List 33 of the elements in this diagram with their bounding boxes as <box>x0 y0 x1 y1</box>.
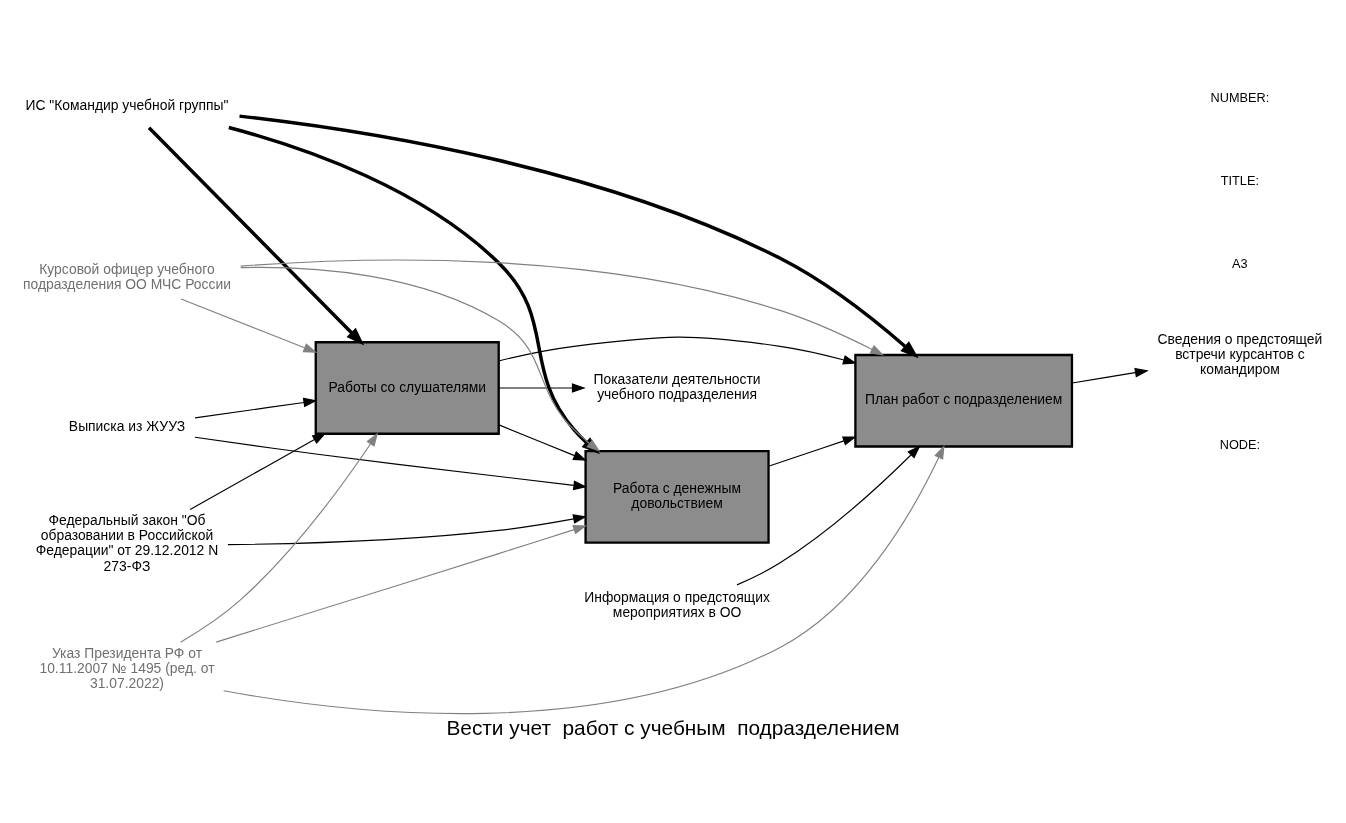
arrow <box>180 432 379 643</box>
arrow <box>1071 367 1149 384</box>
node-text: Указ Президента РФ от 10.11.2007 № 1495 (ред. от 31.07.2022) <box>39 644 215 691</box>
label: NUMBER: <box>1210 89 1270 105</box>
arrow <box>194 436 588 490</box>
arrow <box>147 126 365 346</box>
node-text: Показатели деятельности учебного подразделения <box>593 370 761 402</box>
arrow <box>498 423 588 461</box>
arrow <box>736 444 921 585</box>
arrow <box>194 397 318 418</box>
node-text: Информация о предстоящих мероприятиях в ОО <box>584 588 770 620</box>
label: A3 <box>1232 255 1248 271</box>
arrow <box>239 113 919 358</box>
node-text: ИС "Командир учебной группы" <box>25 96 229 113</box>
arrow <box>189 432 327 510</box>
node-text: Сведения о предстоящей встречи курсантов с командиром <box>1157 330 1323 377</box>
node-text: Федеральный закон "Об образовании в Российской Федерации" от 29.12.2012 N 273-ФЗ <box>35 511 219 573</box>
node-box: Работы со слушателями <box>314 340 500 435</box>
arrow <box>227 513 587 545</box>
arrow <box>215 524 588 643</box>
arrow <box>498 336 857 365</box>
arrow <box>180 297 318 353</box>
node-box: Работа с денежным довольствием <box>584 449 770 544</box>
node-text: Курсовой офицер учебного подразделения ОО МЧС России <box>22 260 231 292</box>
arrow <box>223 444 945 714</box>
arrow <box>767 435 857 467</box>
arrow <box>240 259 885 356</box>
diagram-title: Вести учет работ с учебным подразделением <box>446 715 900 739</box>
node-box: План работ с подразделением <box>854 353 1074 448</box>
label: NODE: <box>1219 436 1261 452</box>
arrow <box>498 382 586 393</box>
label: TITLE: <box>1220 172 1259 188</box>
node-text: Выписка из ЖУУЗ <box>68 417 186 434</box>
